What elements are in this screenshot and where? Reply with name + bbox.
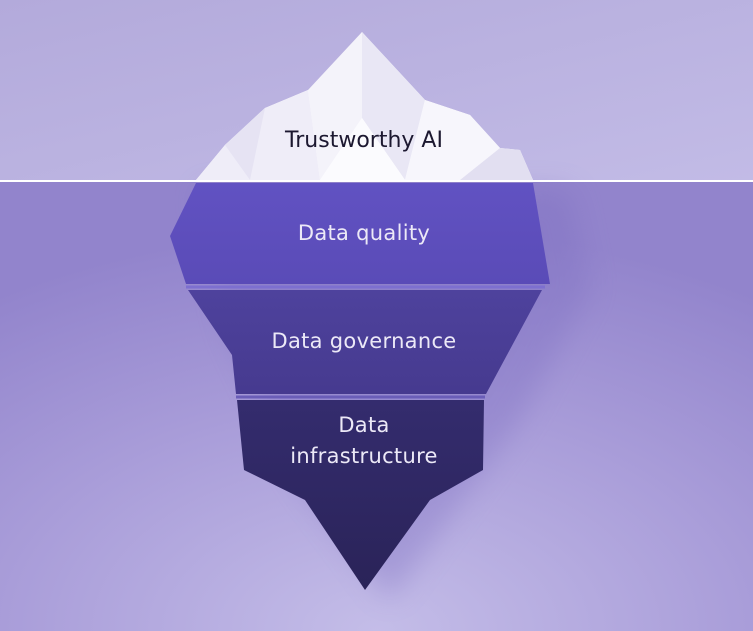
layer-label-data-governance: Data governance	[271, 329, 456, 353]
layer-label-data-infrastructure-line1: Data	[338, 413, 389, 437]
tip-label: Trustworthy AI	[284, 128, 443, 153]
layer-label-data-infrastructure-line2: infrastructure	[290, 444, 438, 468]
layer-data-quality: Data quality	[170, 183, 550, 284]
layer-label-data-quality: Data quality	[298, 221, 430, 245]
layer-data-governance: Data governance	[188, 290, 542, 394]
layer-data-infrastructure: Data infrastructure	[237, 400, 484, 590]
iceberg-tip: Trustworthy AI	[196, 32, 533, 180]
